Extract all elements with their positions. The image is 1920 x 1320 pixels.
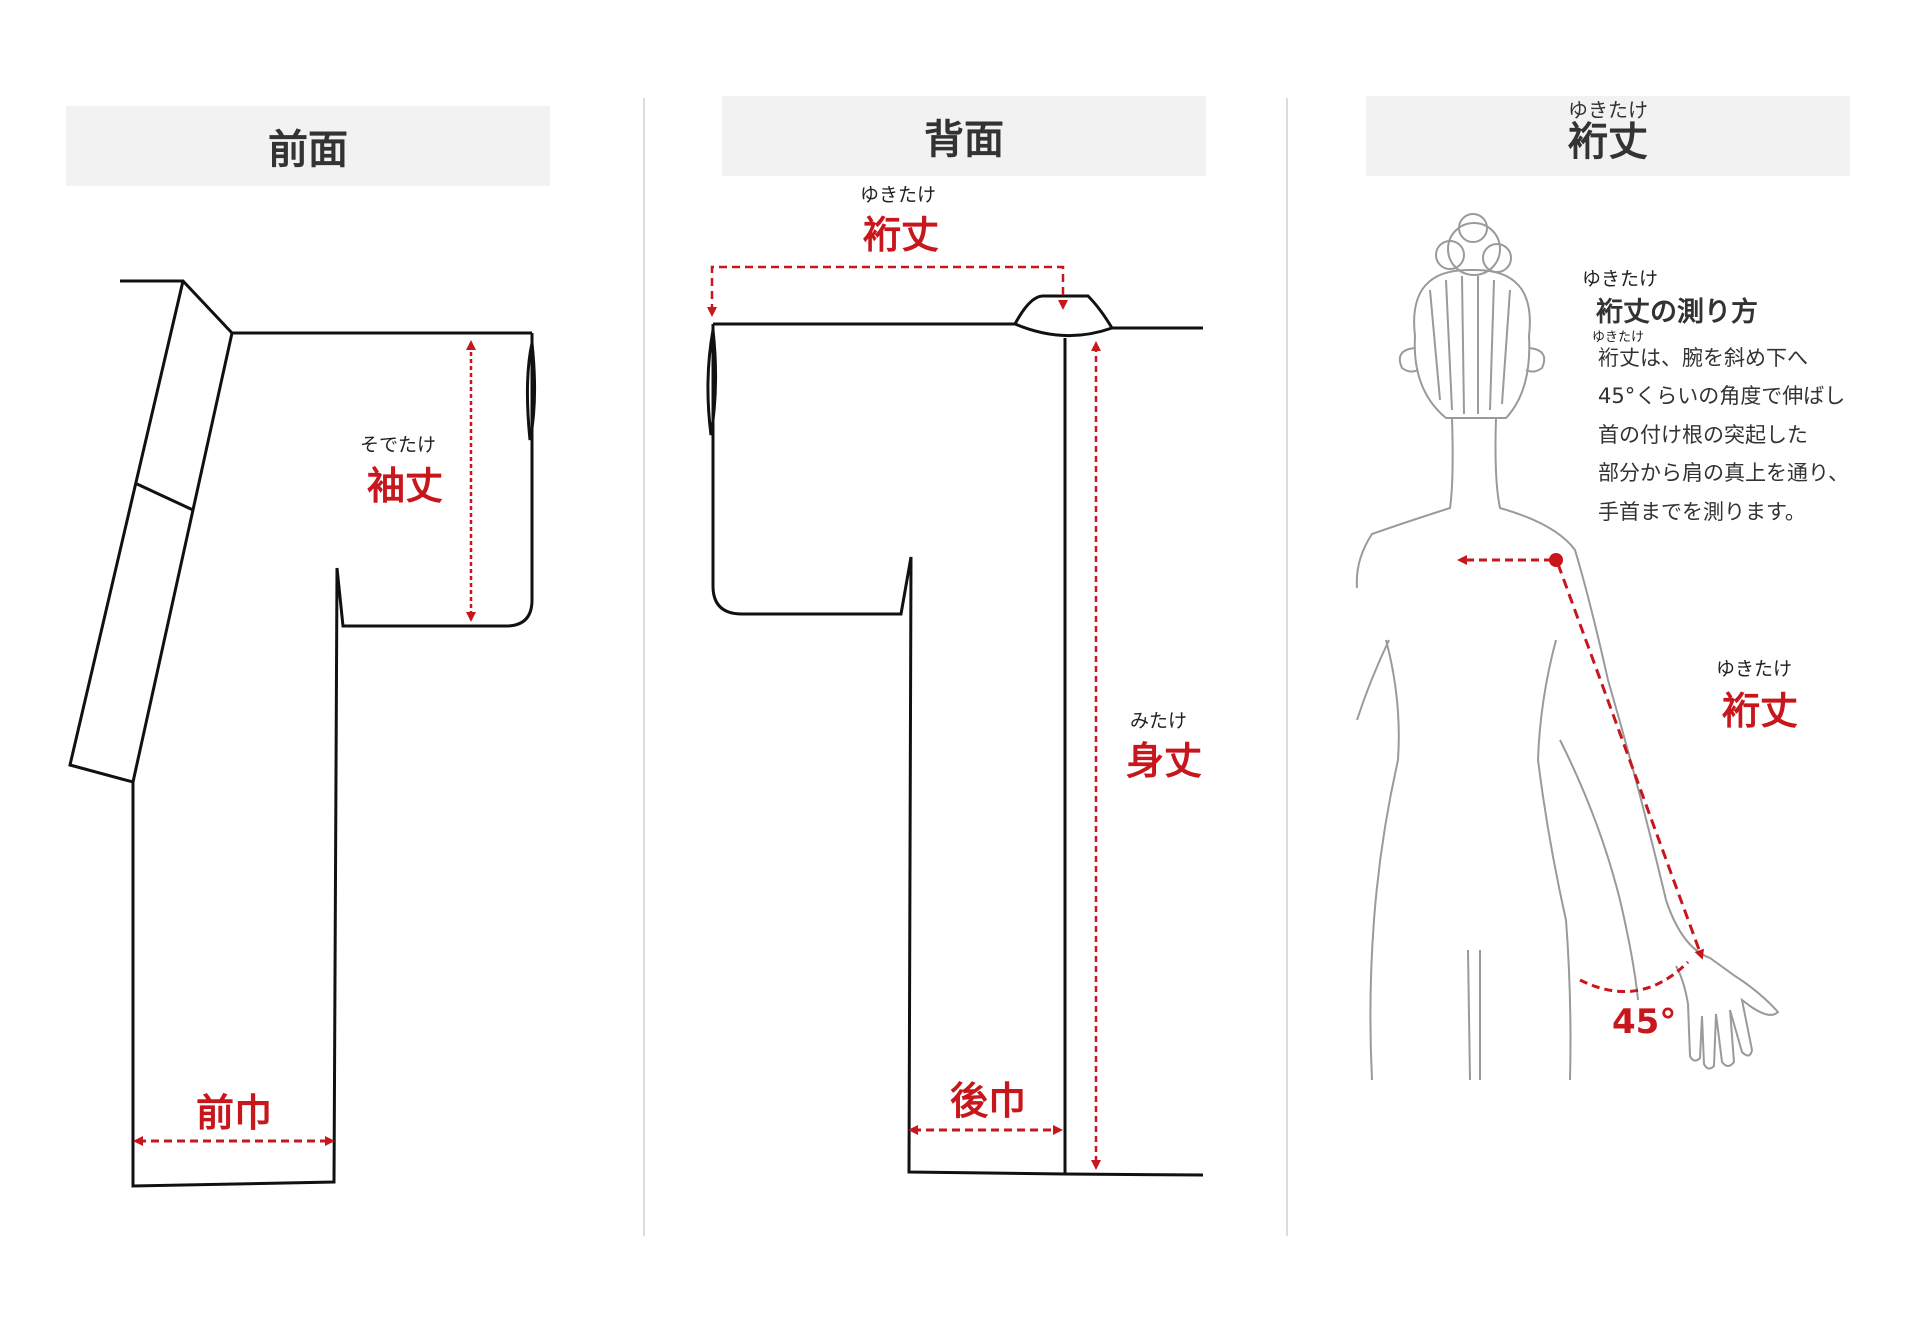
instruction-line-2: 45°くらいの角度で伸ばし bbox=[1598, 384, 1846, 408]
separator-right bbox=[1286, 98, 1288, 1236]
separator-left bbox=[643, 98, 645, 1236]
instruction-line-5: 手首までを測ります。 bbox=[1598, 500, 1806, 524]
figure-yukitake-measure bbox=[1457, 553, 1704, 993]
maehaba-label: 前巾 bbox=[196, 1091, 273, 1135]
yukitake-title-text: 裄丈 bbox=[1568, 119, 1648, 165]
ushirohaba-label: 後巾 bbox=[950, 1079, 1027, 1123]
instructions-title-ruby: ゆきたけ bbox=[1582, 268, 1659, 290]
figure-yukitake-ruby: ゆきたけ bbox=[1716, 658, 1793, 680]
front-title-text: 前面 bbox=[268, 127, 348, 173]
instruction-line-3: 首の付け根の突起した bbox=[1598, 423, 1808, 447]
back-yukitake-label: 裄丈 bbox=[863, 213, 940, 257]
instructions-title: 裄丈の測り方 bbox=[1596, 297, 1758, 328]
mitake-ruby: みたけ bbox=[1130, 710, 1188, 732]
yukitake-title-ruby: ゆきたけ bbox=[1568, 98, 1648, 122]
back-panel-title: 背面 bbox=[722, 96, 1206, 176]
front-garment-outline bbox=[68, 279, 537, 1188]
instruction-line-4: 部分から肩の真上を通り、 bbox=[1598, 461, 1850, 485]
back-yukitake-ruby: ゆきたけ bbox=[860, 184, 937, 206]
sodetake-ruby: そでたけ bbox=[360, 434, 437, 456]
instructions-line-ruby: ゆきたけ bbox=[1592, 330, 1645, 345]
woman-figure bbox=[1355, 213, 1780, 1081]
figure-yukitake-label: 裄丈 bbox=[1722, 689, 1799, 733]
angle-label: 45° bbox=[1612, 1002, 1677, 1042]
back-yukitake-arrow bbox=[707, 265, 1068, 317]
back-title-text: 背面 bbox=[924, 117, 1004, 163]
instruction-line-1: 裄丈は、腕を斜め下へ bbox=[1598, 346, 1808, 370]
sodetake-label: 袖丈 bbox=[367, 464, 444, 508]
yukitake-panel-title: ゆきたけ 裄丈 bbox=[1366, 96, 1850, 176]
front-panel-title: 前面 bbox=[66, 106, 550, 186]
mitake-label: 身丈 bbox=[1126, 739, 1203, 783]
